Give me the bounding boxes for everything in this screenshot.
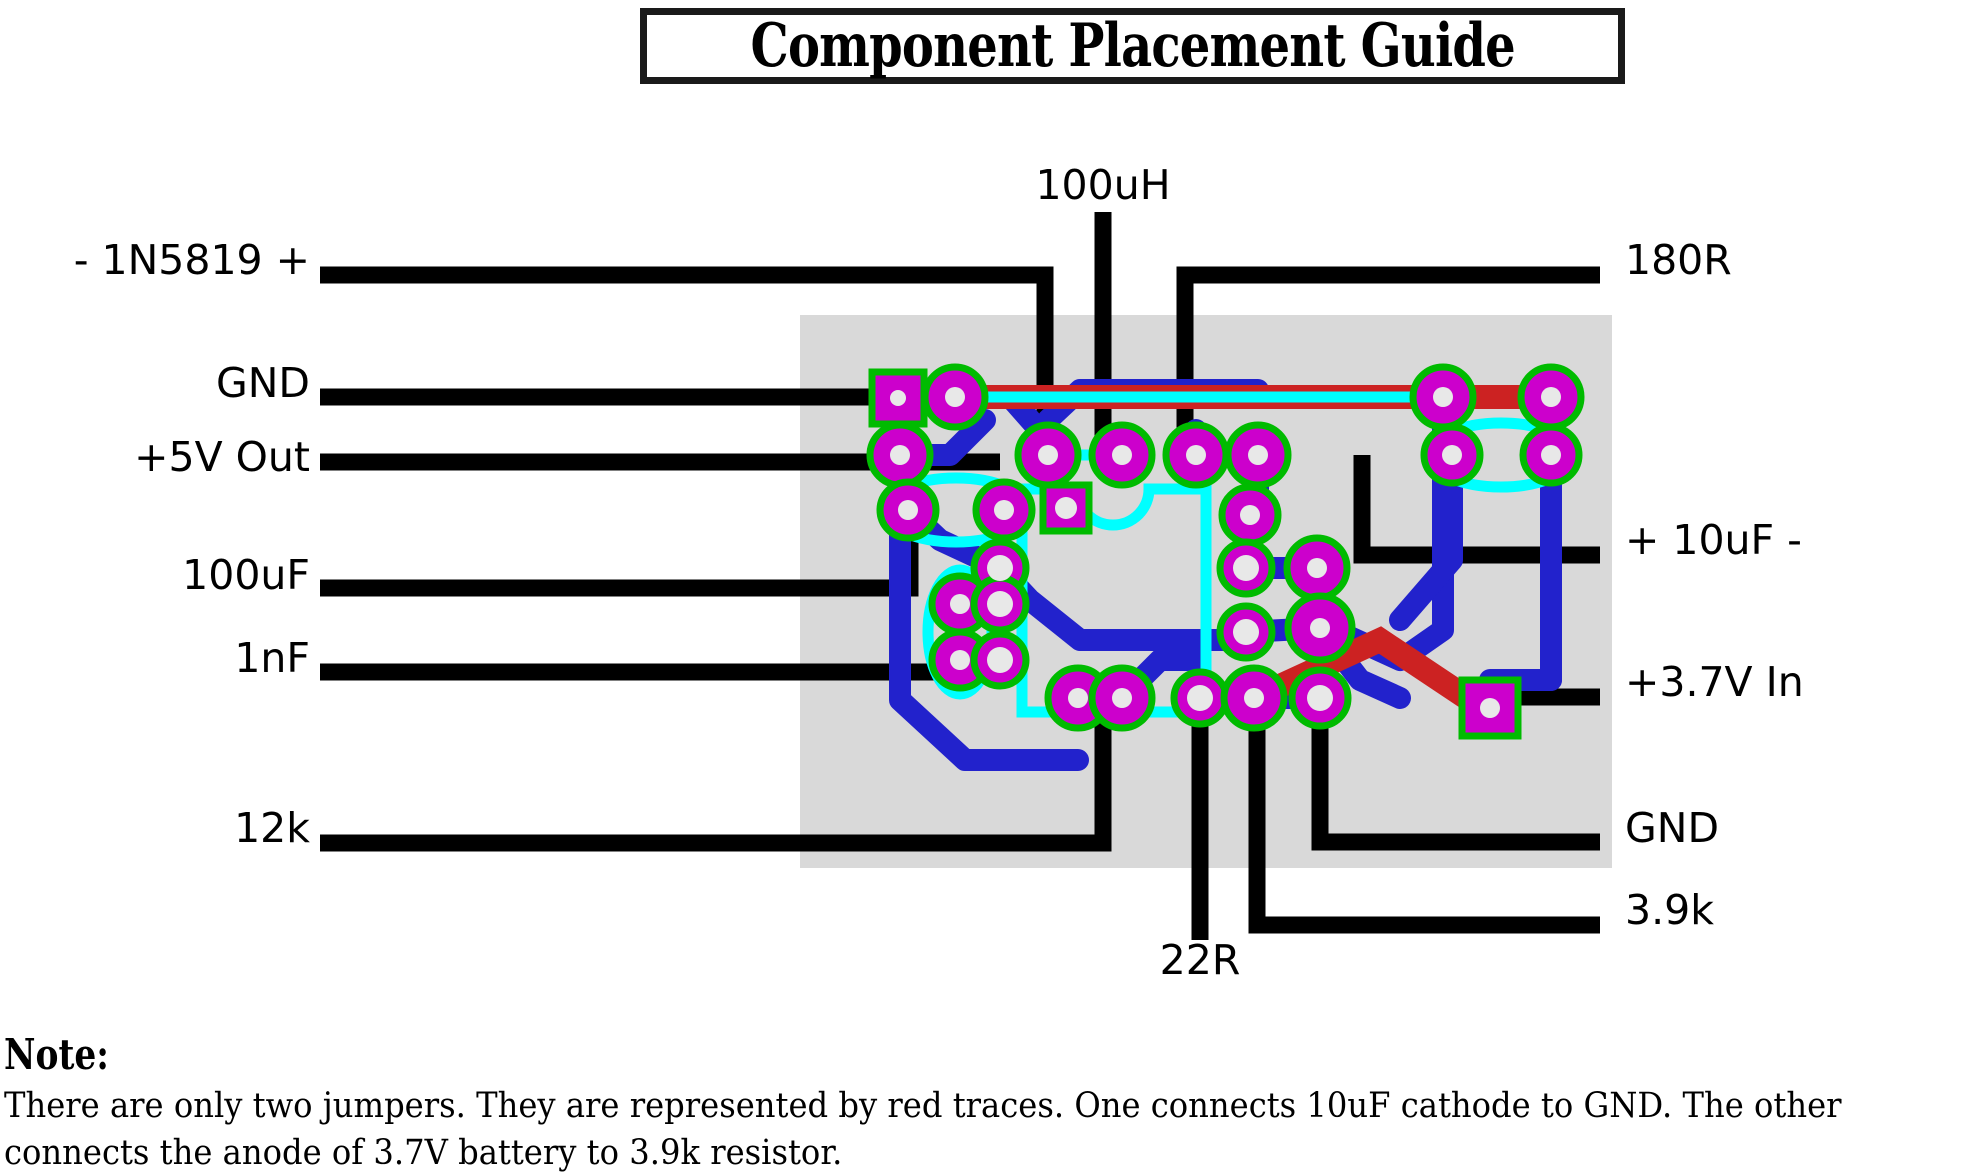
leader-3k9	[1248, 700, 1600, 934]
note-heading: Note:	[4, 1030, 109, 1079]
pad-hole-group	[890, 387, 1561, 711]
label-10uf: + 10uF -	[1625, 516, 1802, 564]
label-1n5819: - 1N5819 +	[73, 236, 310, 284]
leader-12k	[320, 700, 1112, 852]
label-180r: 180R	[1625, 236, 1732, 284]
label-3-9k: 3.9k	[1625, 886, 1714, 934]
pcb-placement-diagram	[320, 212, 1612, 940]
leader-10uf	[1353, 455, 1600, 564]
label-1nf: 1nF	[234, 634, 310, 682]
title-inner-border: Component Placement Guide	[647, 11, 1618, 81]
pcb-pads	[866, 363, 1585, 740]
label-gnd-in: GND	[1625, 804, 1720, 852]
label-100uf: 100uF	[182, 551, 310, 599]
note-section: Note: There are only two jumpers. They a…	[4, 1030, 1962, 1176]
title-box: Component Placement Guide	[640, 8, 1625, 84]
label-3-7v-in: +3.7V In	[1625, 658, 1804, 706]
label-12k: 12k	[234, 804, 310, 852]
note-body: There are only two jumpers. They are rep…	[4, 1086, 1842, 1173]
label-100uh: 100uH	[1035, 161, 1171, 209]
label-22r: 22R	[1159, 936, 1241, 984]
label-5v-out: +5V Out	[134, 433, 310, 481]
leader-gnd-in	[1311, 705, 1600, 851]
label-gnd-out: GND	[215, 359, 310, 407]
pad-square-group	[868, 368, 1522, 740]
page-title: Component Placement Guide	[750, 11, 1515, 81]
